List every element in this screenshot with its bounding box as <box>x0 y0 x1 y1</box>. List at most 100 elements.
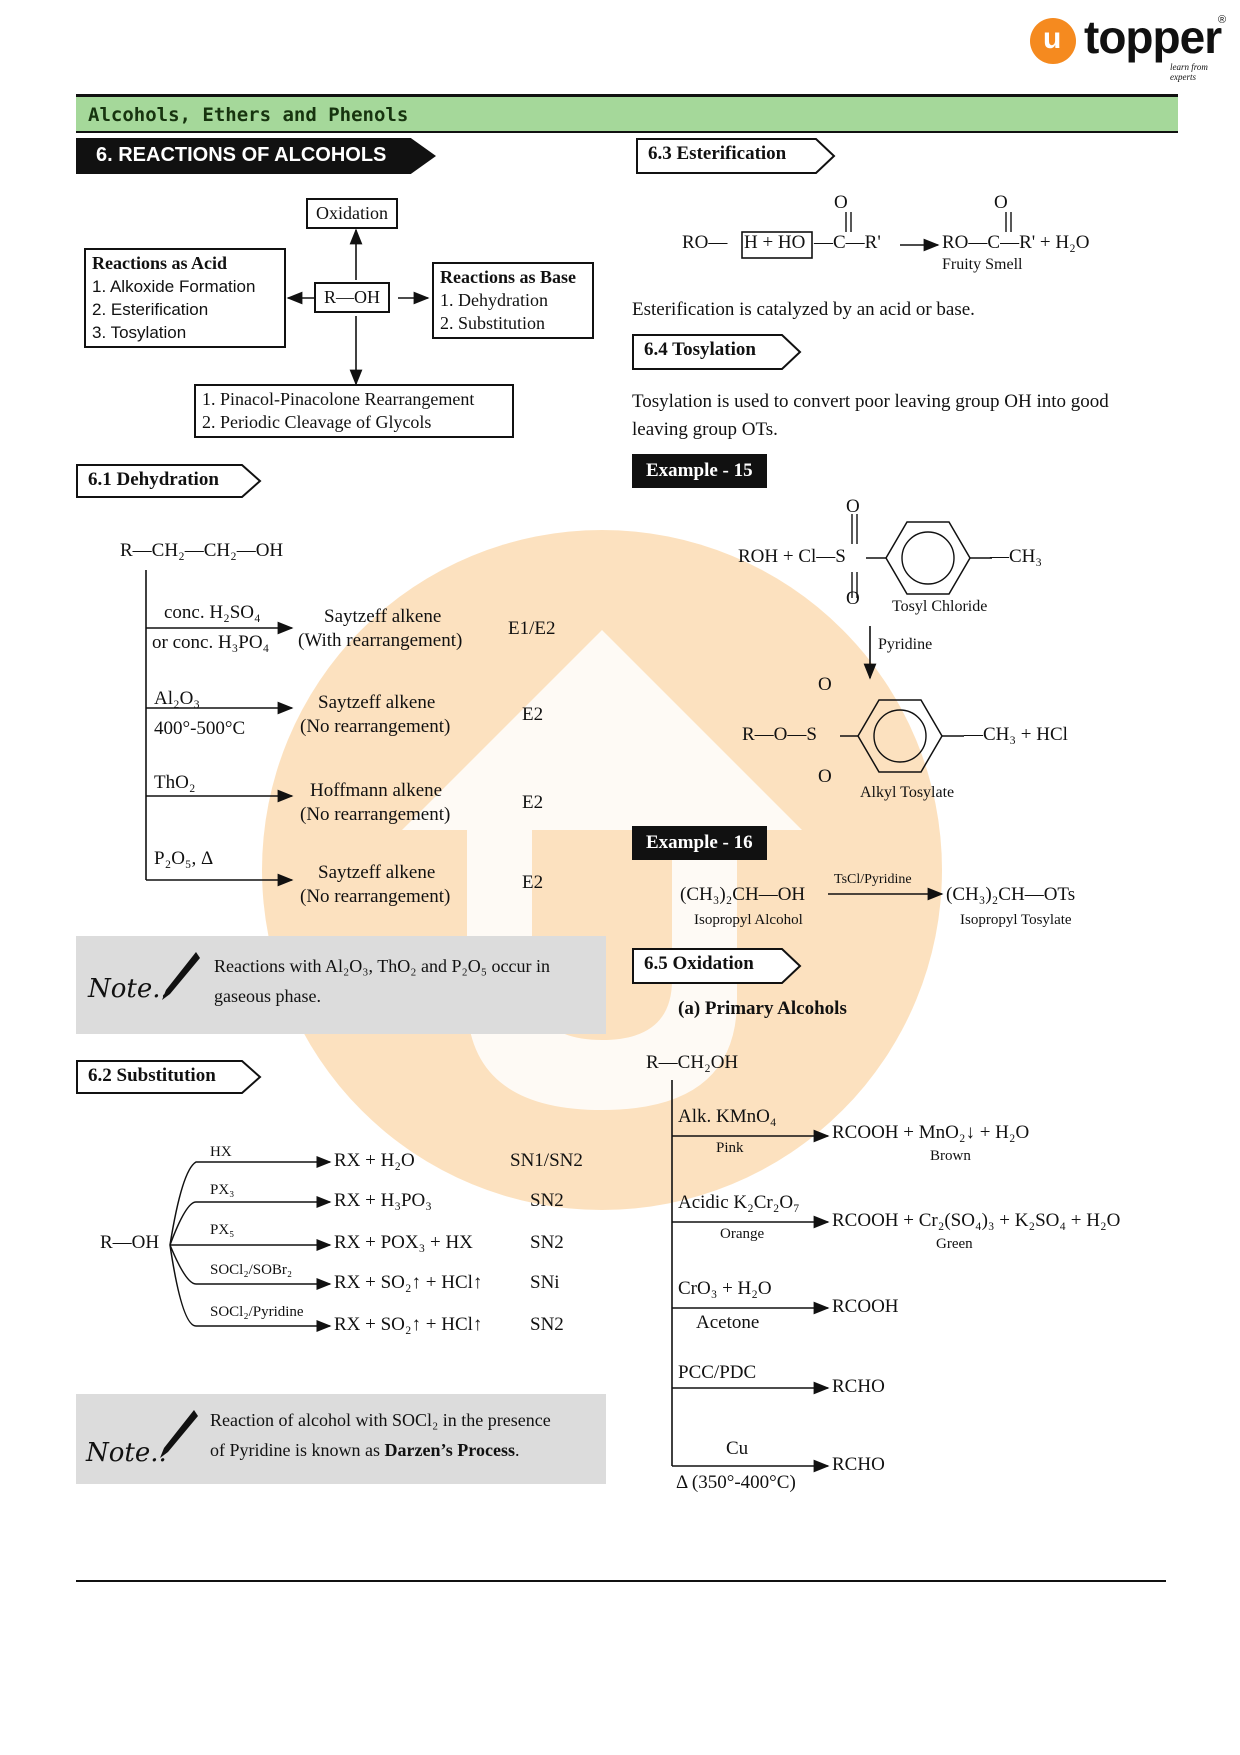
carbonyl-oxygen: O <box>994 192 1008 213</box>
dehydration-mechanism: E2 <box>522 872 544 893</box>
substitution-lines <box>169 1156 332 1332</box>
ex16-reagent: TsCl/Pyridine <box>834 872 912 887</box>
oxidation-heading: 6.5 Oxidation <box>632 948 802 984</box>
logo-initial: u <box>1043 22 1062 55</box>
tosyl-chloride-name: Tosyl Chloride <box>892 598 988 615</box>
substitution-start: R—OH <box>100 1232 160 1253</box>
oxidation-heading-text: 6.5 Oxidation <box>644 953 754 974</box>
dehydration-mechanism: E2 <box>522 704 544 725</box>
note-text: Reaction of alcohol with SOCl₂ in the pr… <box>210 1410 551 1430</box>
esterification-text: Esterification is catalyzed by an acid o… <box>632 299 975 320</box>
dehydration-start: R—CH₂—CH₂—OH <box>120 540 284 561</box>
substitution-reagent: PX₅ <box>210 1222 235 1238</box>
ester-product-name: Fruity Smell <box>942 256 1023 273</box>
oxidation-reagent-note: Orange <box>720 1226 765 1242</box>
ex16-reactant-name: Isopropyl Alcohol <box>694 912 803 928</box>
acid-item: 2. Esterification <box>92 300 209 319</box>
section-heading: 6. REACTIONS OF ALCOHOLS <box>76 138 436 174</box>
substitution-product: RX + H₃PO₃ <box>334 1190 432 1211</box>
dehydration-lines <box>145 570 294 887</box>
oxidation-reagent: PCC/PDC <box>678 1362 757 1383</box>
brand-name: topper <box>1084 11 1222 63</box>
overview-arrows <box>286 228 430 386</box>
sulfonyl-oxygen: O <box>818 674 832 695</box>
ex16-product-name: Isopropyl Tosylate <box>960 912 1072 928</box>
esterification-equation-graphics <box>741 212 1012 259</box>
note-text: Reactions with Al₂O₃, ThO₂ and P₂O₅ occu… <box>214 956 551 976</box>
esterification-heading-text: 6.3 Esterification <box>648 143 787 164</box>
acid-item: 1. Alkoxide Formation <box>92 277 256 296</box>
substitution-mechanism: SN2 <box>530 1314 564 1335</box>
oxidation-product: RCHO <box>832 1454 885 1475</box>
dehydration-product: Hoffmann alkene <box>310 780 443 801</box>
dehydration-mechanism: E1/E2 <box>508 618 556 639</box>
note-box-substitution: Note.. Reaction of alcohol with SOCl₂ in… <box>76 1394 606 1484</box>
dehydration-reagent: 400°-500°C <box>154 718 246 739</box>
primary-alcohols-subheading: (a) Primary Alcohols <box>678 998 847 1019</box>
tosyl-structures <box>840 514 992 773</box>
oxidation-reagent: Acidic K₂Cr₂O₇ <box>678 1192 800 1213</box>
substitution-heading-text: 6.2 Substitution <box>88 1065 216 1086</box>
dehydration-reagent: ThO₂ <box>154 772 196 793</box>
acid-title: Reactions as Acid <box>92 253 227 273</box>
pyridine-reagent: Pyridine <box>878 636 933 653</box>
esterification-heading: 6.3 Esterification <box>636 138 836 174</box>
dehydration-product: Saytzeff alkene <box>318 692 436 713</box>
logo-circle-icon: u <box>1030 18 1076 64</box>
dehydration-product-note: (With rearrangement) <box>298 630 463 651</box>
substitution-reagent: SOCl₂/Pyridine <box>210 1304 304 1320</box>
substitution-mechanism: SNi <box>530 1272 560 1293</box>
dehydration-mechanism: E2 <box>522 792 544 813</box>
ester-reactant-ro: RO— <box>682 232 728 253</box>
brand-logo: u topper ® learn from experts <box>1030 11 1230 82</box>
oxidation-reagent: Cu <box>726 1438 749 1459</box>
acid-item: 3. Tosylation <box>92 323 187 342</box>
note-text-pre: of Pyridine is known as <box>210 1440 385 1460</box>
oxidation-product: RCHO <box>832 1376 885 1397</box>
brand-tagline: learn from experts <box>1170 62 1208 82</box>
oxidation-label: Oxidation <box>316 203 388 223</box>
note-box-dehydration: Note.. Reactions with Al₂O₃, ThO₂ and P₂… <box>76 936 606 1034</box>
tosylation-text: Tosylation is used to convert poor leavi… <box>632 391 1109 412</box>
oxidation-lines <box>671 1080 830 1473</box>
dehydration-product-note: (No rearrangement) <box>300 886 451 907</box>
base-box: Reactions as Base 1. Dehydration 2. Subs… <box>432 262 594 339</box>
ex16-reactant: (CH₃)₂CH—OH <box>680 884 806 905</box>
substitution-mechanism: SN1/SN2 <box>510 1150 583 1171</box>
tosylation-text: leaving group OTs. <box>632 419 778 440</box>
chapter-bar: Alcohols, Ethers and Phenols <box>76 94 1178 133</box>
ex16-arrow <box>828 887 944 901</box>
base-item: 2. Substitution <box>440 313 546 333</box>
substitution-product: RX + H₂O <box>334 1150 415 1171</box>
oxidation-reagent: Alk. KMnO₄ <box>678 1106 777 1127</box>
oxidation-product: RCOOH + MnO₂↓ + H₂O <box>832 1122 1030 1143</box>
ester-reactant-acid: —C—R' <box>814 232 881 253</box>
tosyl-methyl: —CH₃ <box>990 546 1043 567</box>
substitution-product: RX + SO₂↑ + HCl↑ <box>334 1272 483 1293</box>
dehydration-heading-text: 6.1 Dehydration <box>88 469 219 490</box>
oxidation-start: R—CH₂OH <box>646 1052 739 1073</box>
note-label: Note.. <box>86 1438 167 1468</box>
dehydration-product-note: (No rearrangement) <box>300 716 451 737</box>
note-text: gaseous phase. <box>214 986 321 1006</box>
substitution-product: RX + SO₂↑ + HCl↑ <box>334 1314 483 1335</box>
note-label: Note.. <box>88 974 169 1004</box>
oxidation-product: RCOOH + Cr₂(SO₄)₃ + K₂SO₄ + H₂O <box>832 1210 1121 1231</box>
dehydration-reagent: P₂O₅, Δ <box>154 848 214 869</box>
base-title: Reactions as Base <box>440 267 576 287</box>
oxidation-product-note: Green <box>936 1236 973 1252</box>
pen-icon <box>160 1410 198 1458</box>
dehydration-product: Saytzeff alkene <box>318 862 436 883</box>
note-text-bold: Darzen’s Process <box>384 1440 515 1460</box>
base-item: 1. Dehydration <box>440 290 548 310</box>
sulfonyl-oxygen: O <box>846 588 860 609</box>
sulfonyl-oxygen: O <box>818 766 832 787</box>
other-reactions-box: 1. Pinacol-Pinacolone Rearrangement 2. P… <box>194 384 514 438</box>
r-oh-box: R—OH <box>314 282 391 313</box>
substitution-reagent: HX <box>210 1144 232 1160</box>
dehydration-reagent: or conc. H₃PO₄ <box>152 632 270 653</box>
other-item: 1. Pinacol-Pinacolone Rearrangement <box>202 389 475 409</box>
registered-mark: ® <box>1218 14 1227 26</box>
dehydration-reagent: conc. H₂SO₄ <box>164 602 261 623</box>
dehydration-reagent: Al₂O₃ <box>154 688 200 709</box>
